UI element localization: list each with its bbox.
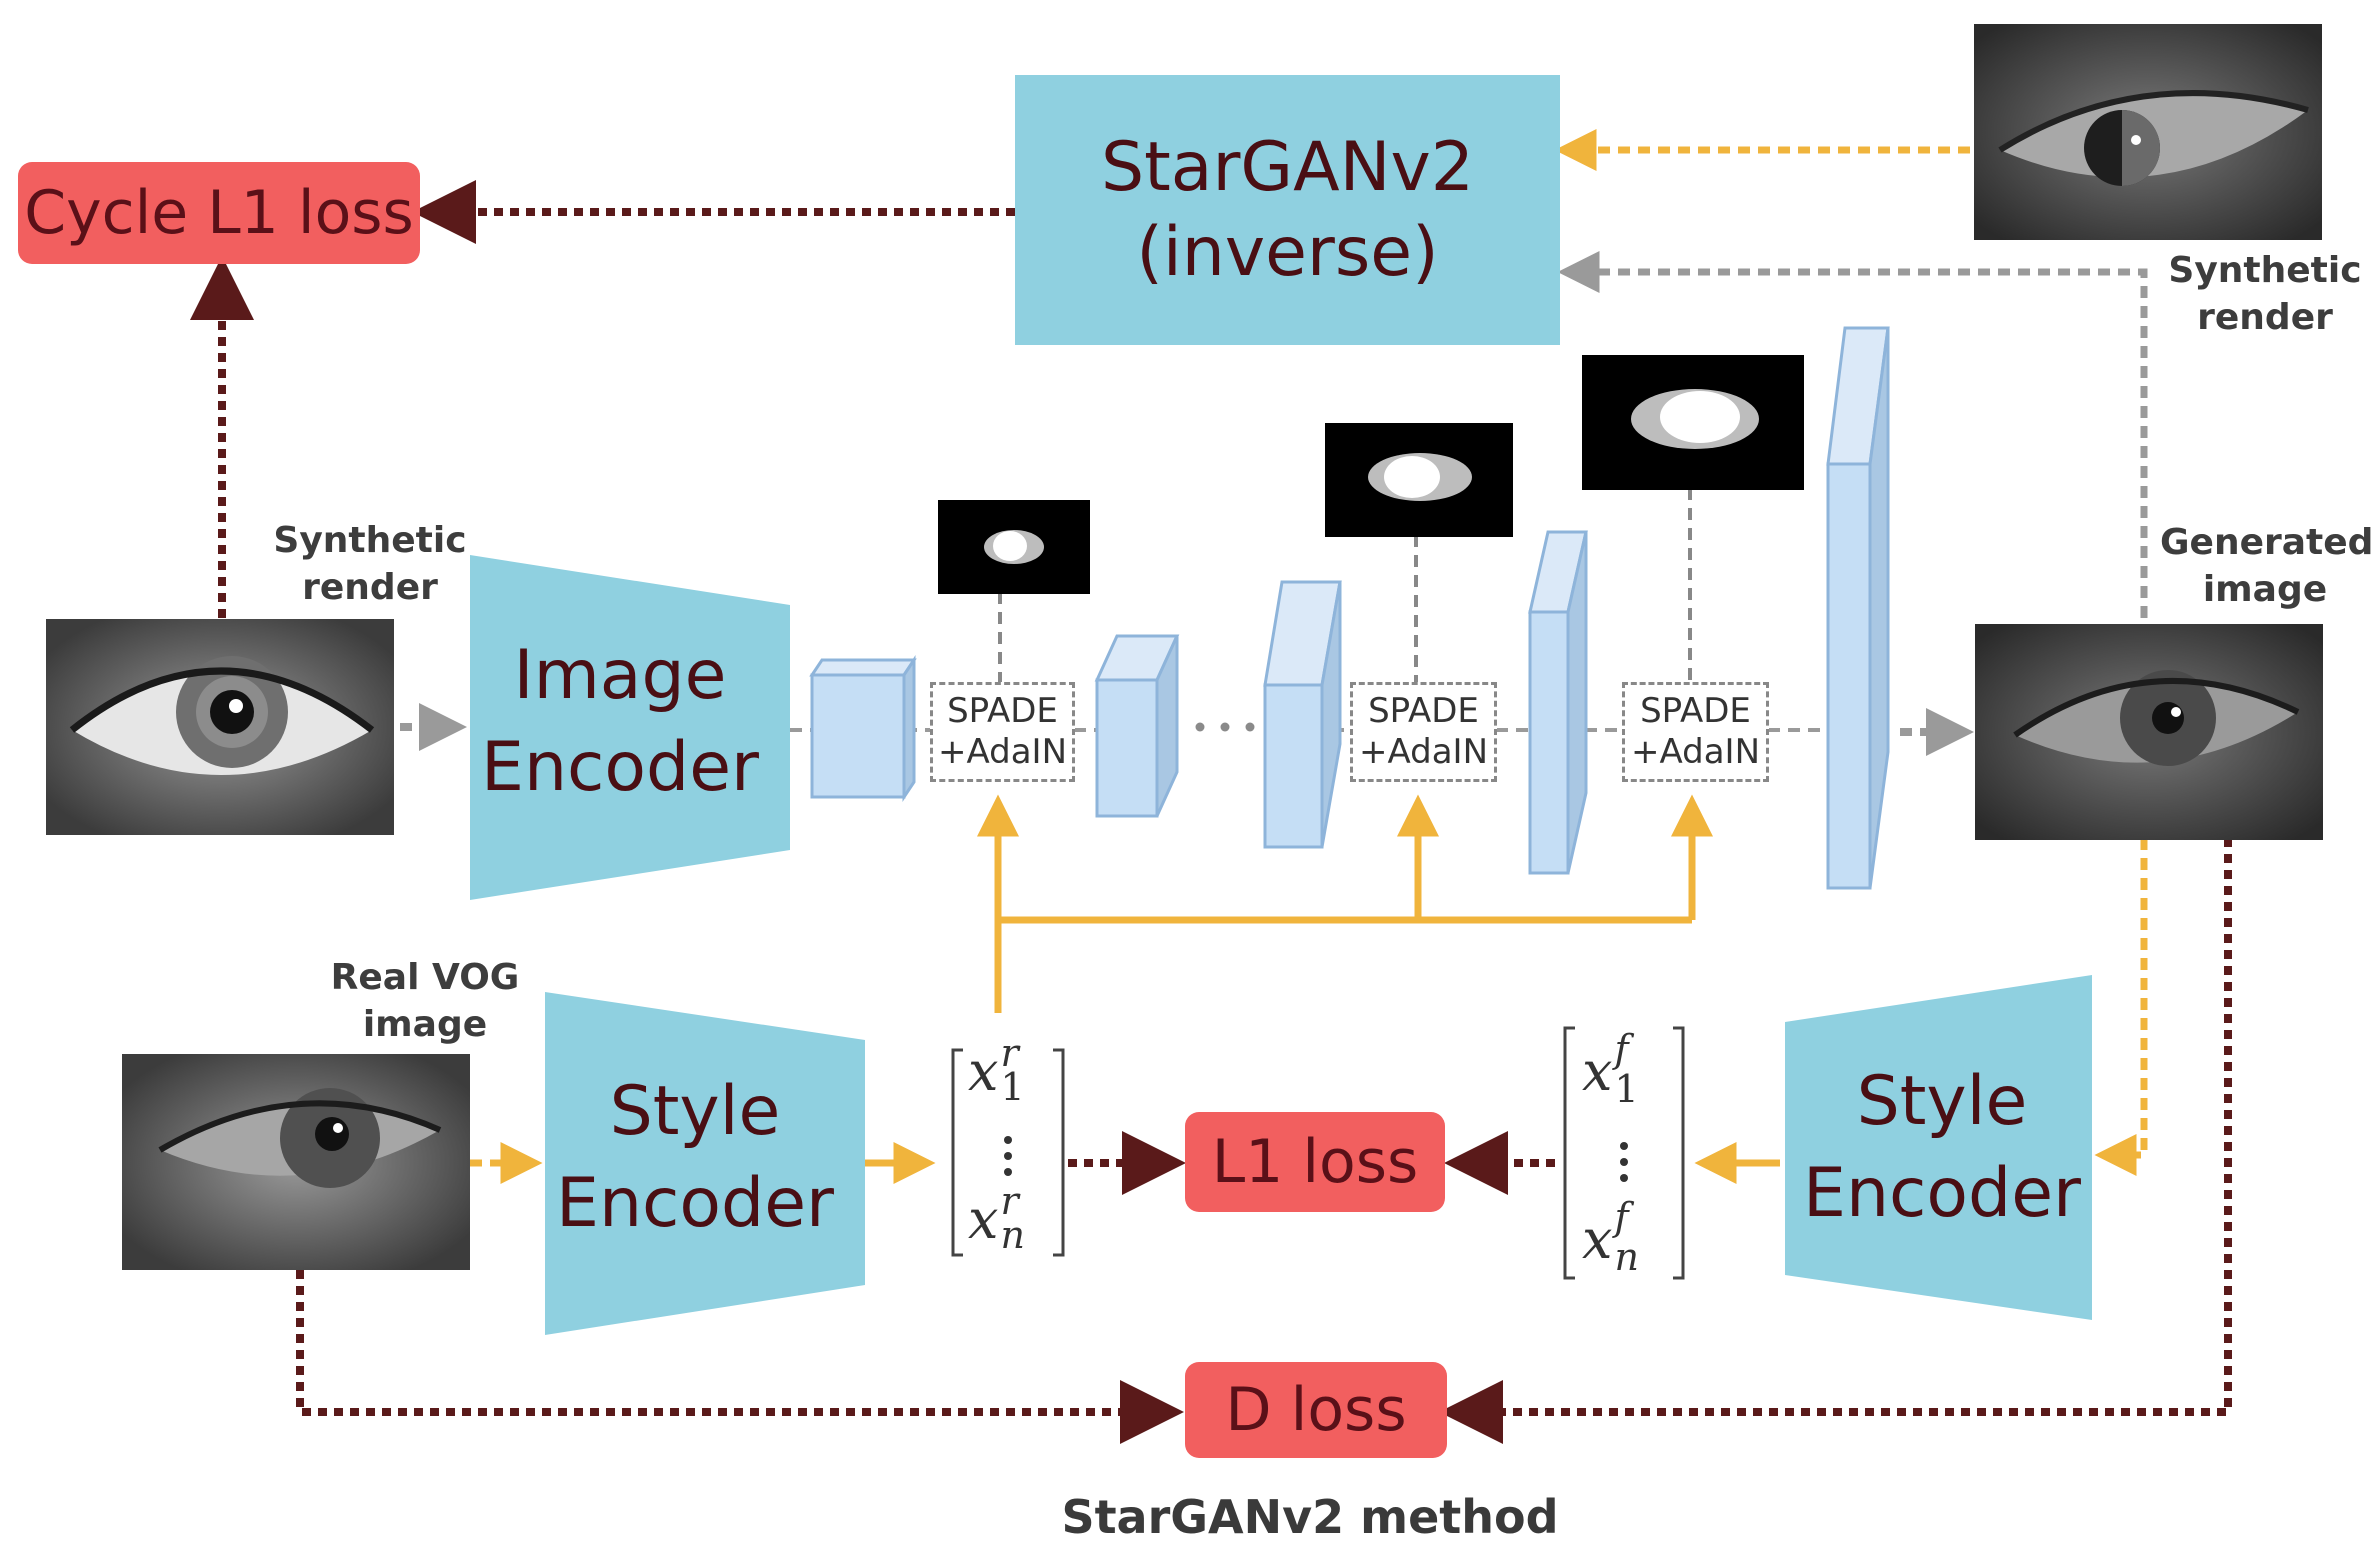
- real-code-bottom-sup: r: [1000, 1179, 1019, 1223]
- style-encoder-right-line2: Encoder: [1802, 1153, 2081, 1233]
- arrow-vog-to-d-loss: [296, 1270, 1184, 1444]
- style-encoder-right-line1: Style: [1856, 1062, 2028, 1141]
- generated-image-line1: Generated: [2160, 522, 2372, 563]
- diagram-title: StarGANv2 method: [1061, 1490, 1559, 1544]
- feature-block-3: [1263, 580, 1342, 849]
- style-encoder-right-shape: [1785, 975, 2092, 1320]
- real-code-bottom-var: x: [968, 1188, 999, 1251]
- stargan-inverse-block: StarGANv2 (inverse): [1015, 75, 1560, 345]
- real-code-bracket-right: [1053, 1048, 1065, 1257]
- spade-block-2-line1: SPADE: [1368, 691, 1479, 732]
- stargan-inverse-line1: StarGANv2: [1100, 128, 1475, 207]
- real-code-top-sub: 1: [1000, 1065, 1025, 1109]
- arrow-generated-to-inverse: [1557, 251, 2148, 618]
- spade-block-2-line2: +AdaIN: [1358, 732, 1489, 772]
- spade-block-2: SPADE +AdaIN: [1350, 682, 1497, 782]
- fake-code-top-sub: 1: [1614, 1067, 1639, 1111]
- spade-block-1: SPADE +AdaIN: [930, 682, 1075, 782]
- cycle-l1-loss-label: Cycle L1 loss: [24, 178, 414, 248]
- feature-block-5: [1826, 326, 1890, 890]
- image-encoder-line2: Encoder: [480, 727, 759, 807]
- synthetic-render-left-line1: Synthetic: [273, 520, 467, 561]
- real-code-bracket-left: [951, 1048, 963, 1257]
- l1-loss-label: L1 loss: [1211, 1127, 1419, 1197]
- synthetic-render-left-label: Synthetic render: [270, 518, 470, 612]
- fake-code-bottom-sub: n: [1614, 1235, 1639, 1279]
- synthetic-render-left-image: [46, 619, 394, 835]
- ellipsis-dot-1: [1195, 722, 1205, 732]
- synthetic-render-left-line2: render: [302, 566, 438, 608]
- ellipsis-dot-2: [1220, 722, 1230, 732]
- fake-code-vdot-3: [1620, 1174, 1628, 1182]
- real-vog-image-label: Real VOG image: [315, 955, 535, 1049]
- mask-image-3: [1582, 355, 1804, 490]
- fake-code-bracket-left: [1563, 1026, 1575, 1280]
- mask-image-2: [1325, 423, 1513, 537]
- fake-code-vdot-1: [1620, 1142, 1628, 1150]
- style-encoder-left-line2: Encoder: [555, 1163, 834, 1243]
- cycle-l1-loss-box: Cycle L1 loss: [18, 162, 420, 264]
- fake-code-bottom-var: x: [1582, 1208, 1613, 1271]
- fake-code-top-var: x: [1582, 1040, 1613, 1103]
- feature-block-2: [1094, 634, 1180, 818]
- real-code-top-sup: r: [1000, 1031, 1019, 1075]
- ellipsis-dot-3: [1245, 722, 1255, 732]
- arrow-generated-to-style-encoder: [2094, 838, 2148, 1176]
- synthetic-render-right-line1: Synthetic: [2168, 250, 2362, 291]
- real-code-vdot-3: [1004, 1168, 1012, 1176]
- spade-block-3-line1: SPADE: [1640, 691, 1751, 732]
- real-code-top-var: x: [968, 1040, 999, 1103]
- spade-block-3-line2: +AdaIN: [1630, 732, 1761, 772]
- real-code-bottom-sub: n: [1000, 1213, 1025, 1257]
- real-vog-image-line1: Real VOG: [330, 957, 520, 998]
- style-encoder-right-label: Style Encoder: [1792, 1056, 2092, 1240]
- fake-code-bracket-right: [1673, 1026, 1685, 1280]
- real-vog-image-line2: image: [362, 1003, 488, 1045]
- style-encoder-left-label: Style Encoder: [545, 1066, 845, 1250]
- image-encoder-label: Image Encoder: [470, 630, 770, 814]
- d-loss-label: D loss: [1225, 1375, 1407, 1445]
- fake-code-top-sup: f: [1614, 1027, 1629, 1071]
- real-code-vdot-2: [1004, 1152, 1012, 1160]
- generated-image-line2: image: [2202, 568, 2328, 610]
- style-encoder-left-shape: [545, 992, 865, 1335]
- stargan-inverse-line2: (inverse): [1136, 213, 1439, 292]
- fake-code-bottom-sup: f: [1614, 1195, 1629, 1239]
- spade-block-1-line2: +AdaIN: [937, 732, 1068, 772]
- fake-code-vdot-2: [1620, 1158, 1628, 1166]
- image-encoder-shape: [470, 555, 790, 900]
- synthetic-render-right-label: Synthetic render: [2165, 248, 2365, 342]
- image-encoder-line1: Image: [513, 636, 727, 715]
- generated-image-label: Generated image: [2160, 520, 2372, 614]
- feature-block-4: [1528, 530, 1588, 875]
- feature-block-1: [809, 655, 917, 802]
- arrow-generated-to-d-loss: [1439, 838, 2232, 1444]
- synthetic-render-right-image: [1974, 24, 2322, 240]
- real-code-vdot-1: [1004, 1136, 1012, 1144]
- mask-image-1: [938, 500, 1090, 594]
- spade-block-1-line1: SPADE: [947, 691, 1058, 732]
- synthetic-render-right-line2: render: [2197, 296, 2333, 338]
- generated-image: [1975, 624, 2323, 840]
- spade-block-3: SPADE +AdaIN: [1622, 682, 1769, 782]
- style-encoder-left-line1: Style: [609, 1072, 781, 1151]
- d-loss-box: D loss: [1185, 1362, 1447, 1458]
- real-vog-image: [122, 1054, 470, 1270]
- l1-loss-box: L1 loss: [1185, 1112, 1445, 1212]
